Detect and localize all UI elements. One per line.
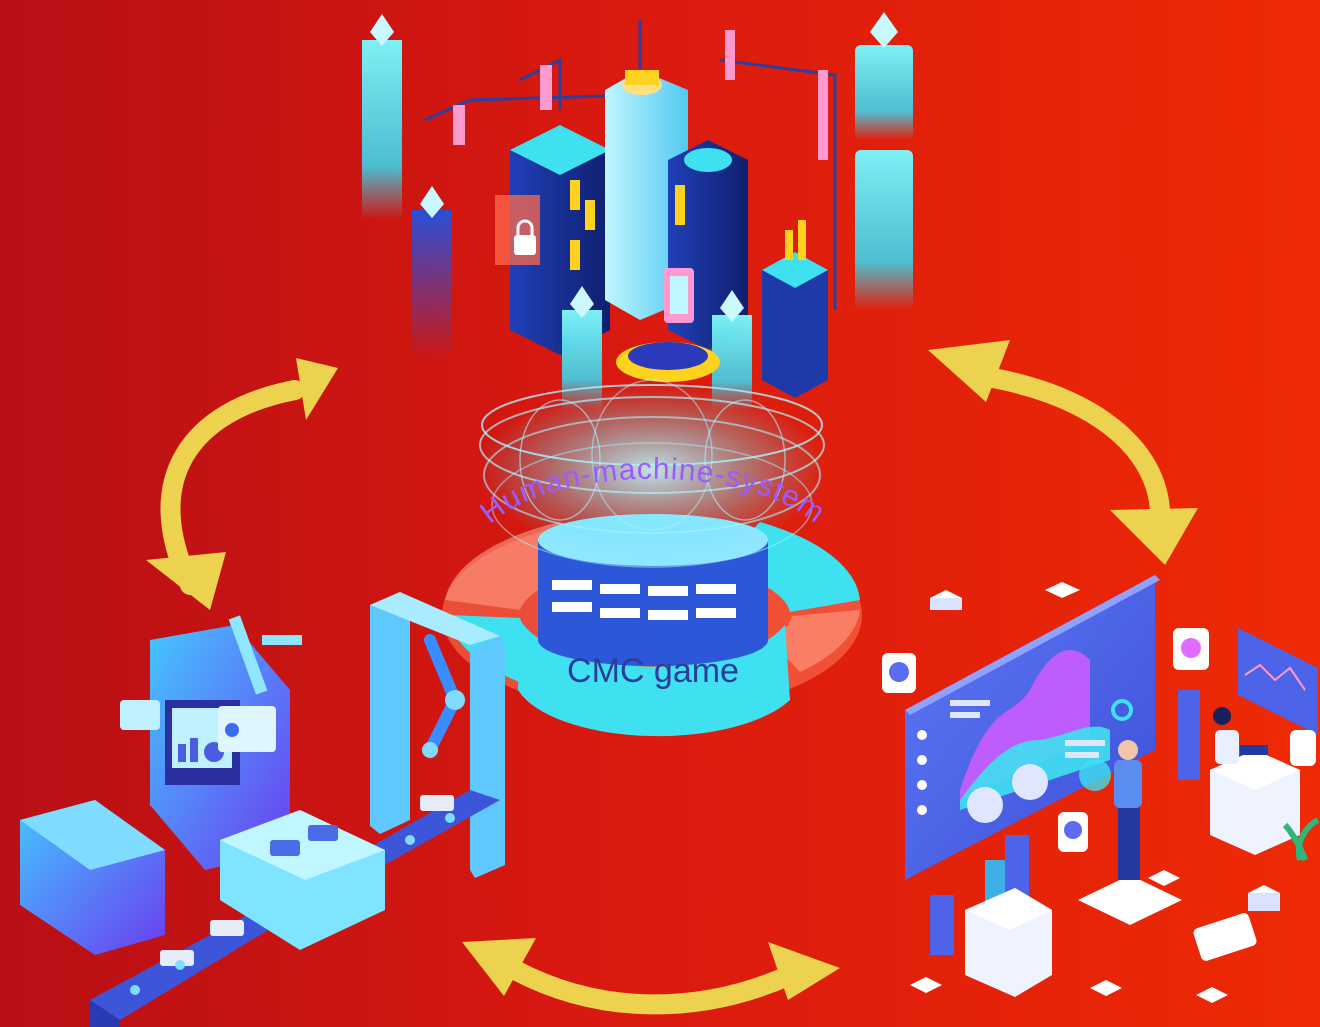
arrow-factory-datacenter xyxy=(146,358,338,610)
data-center-city-icon xyxy=(362,12,913,410)
arrow-factory-analytics xyxy=(462,938,840,1015)
central-platform xyxy=(442,379,862,737)
smart-factory-icon xyxy=(20,592,505,1027)
arrow-datacenter-analytics xyxy=(928,340,1198,565)
data-analytics-dashboard-icon xyxy=(882,575,1320,1003)
center-title: CMC game xyxy=(567,652,739,690)
